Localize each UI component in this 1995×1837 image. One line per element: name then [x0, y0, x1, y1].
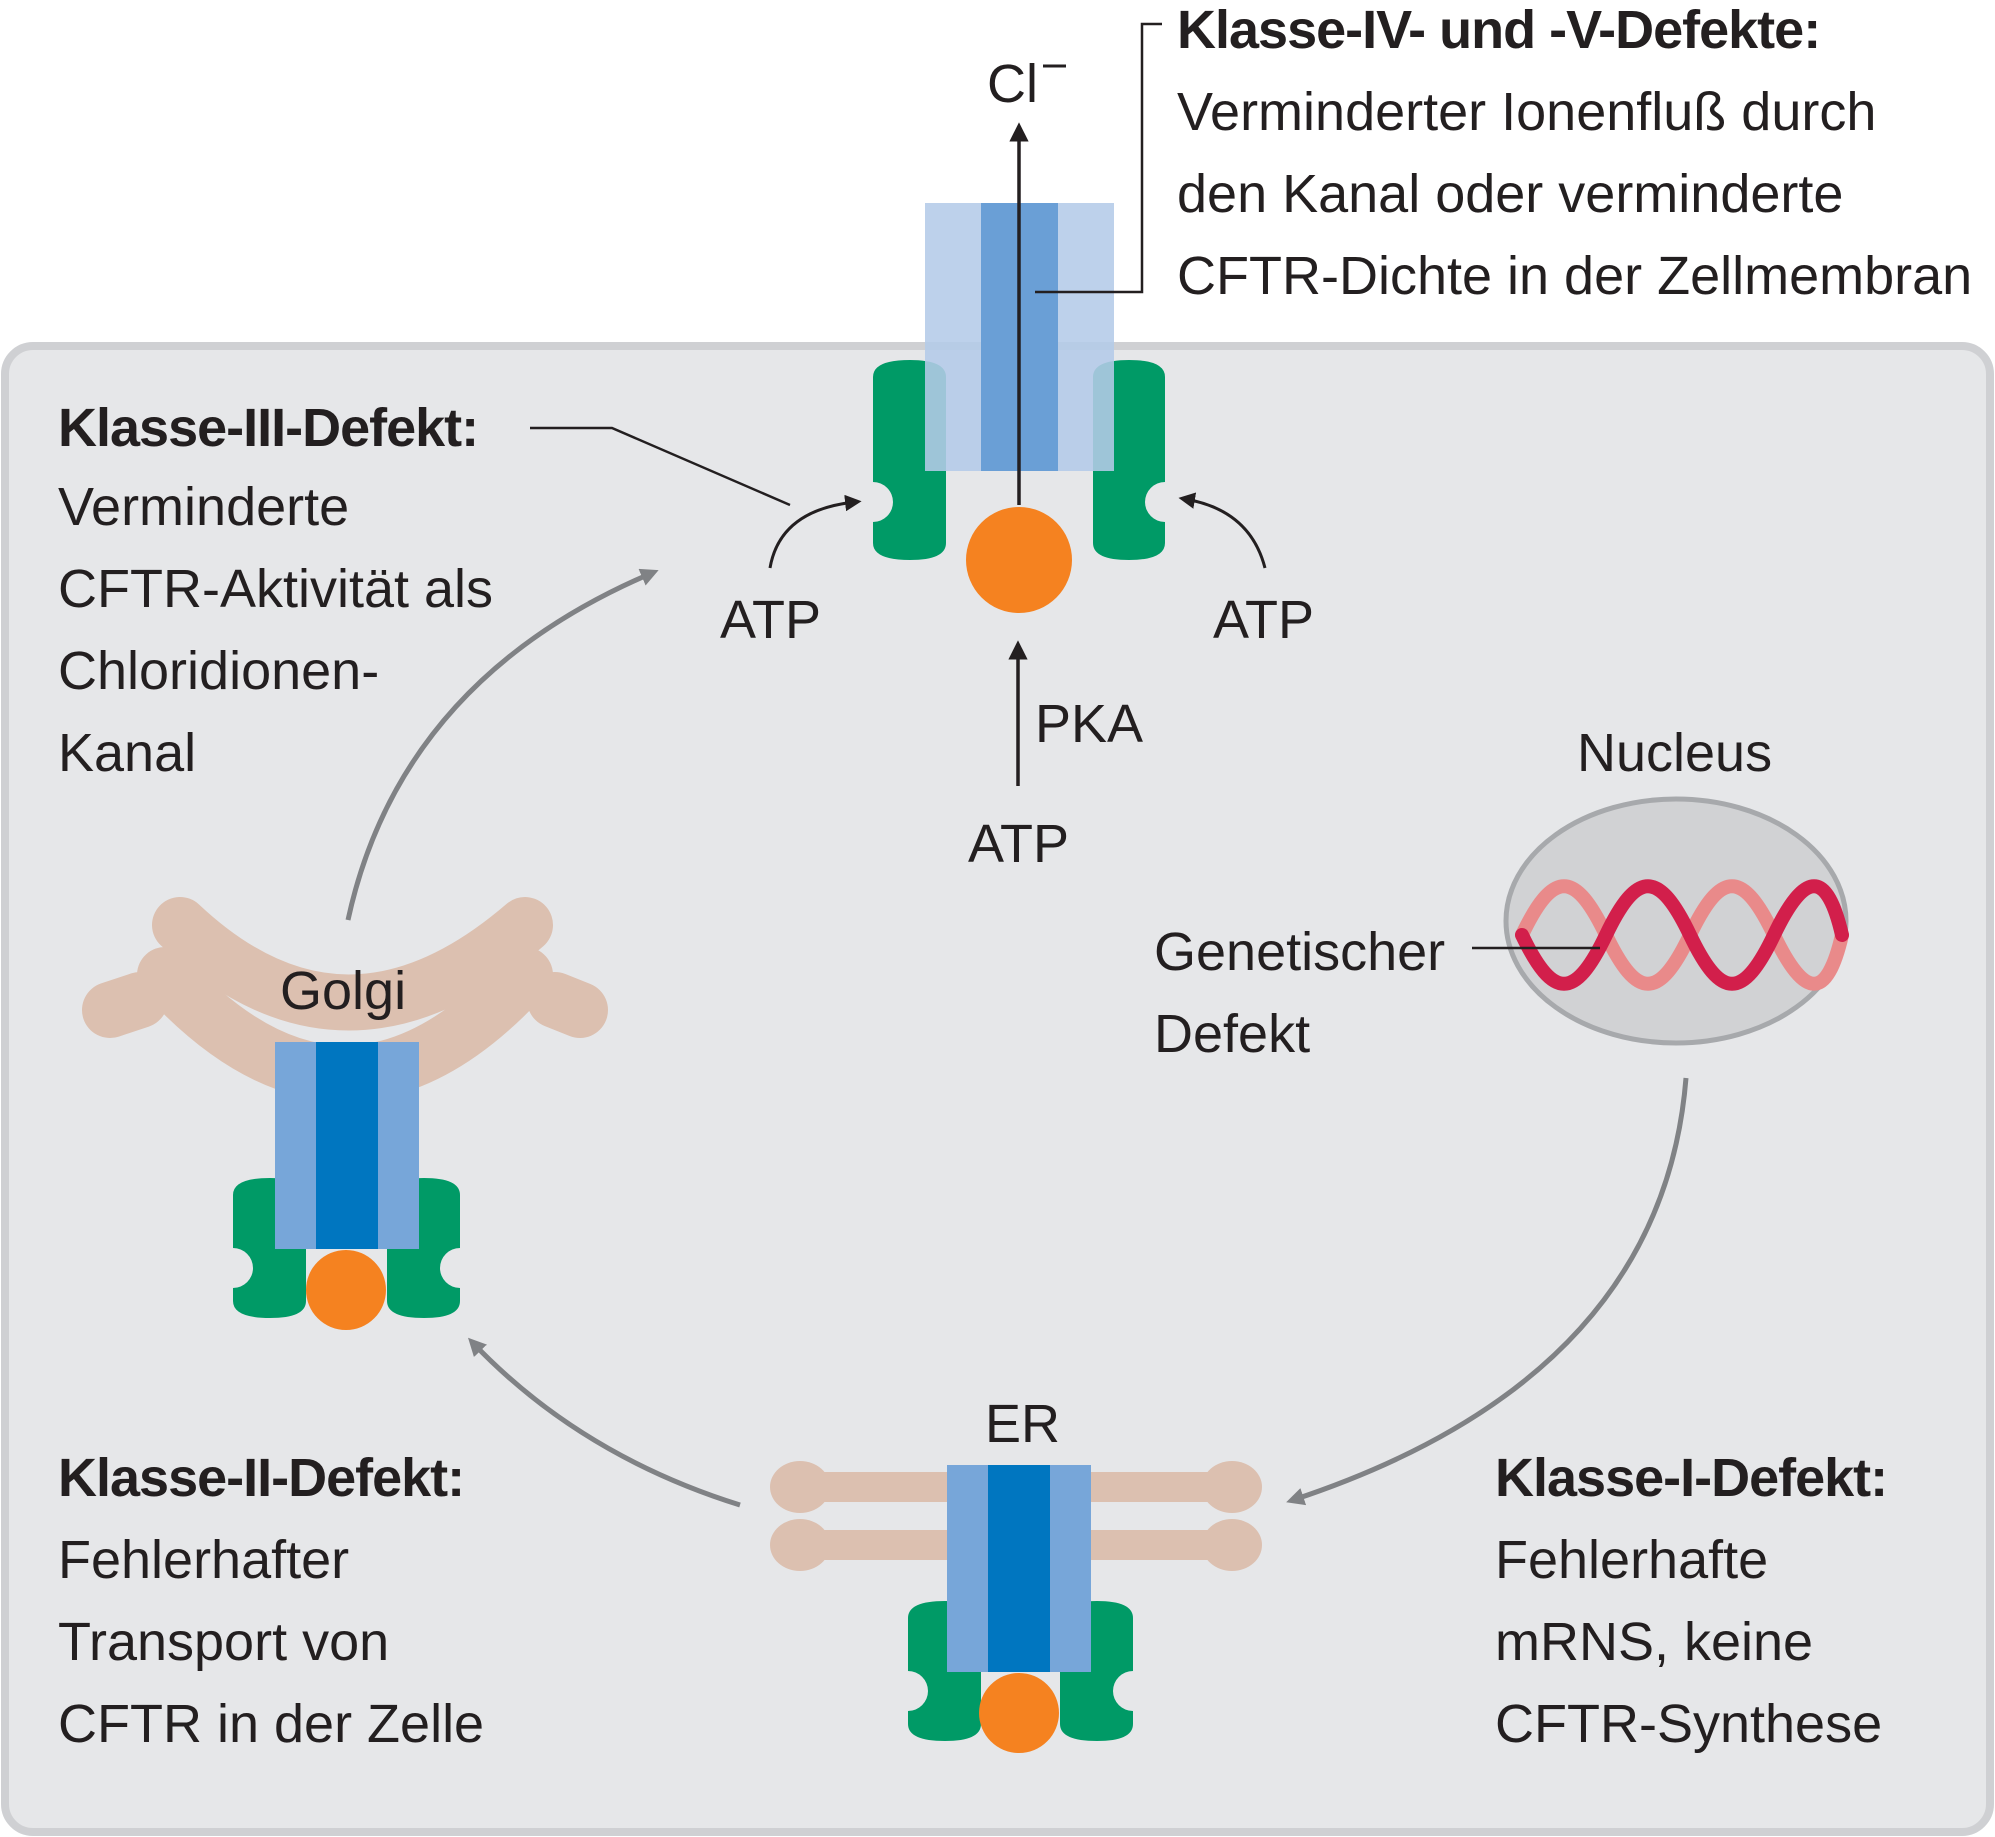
r-domain: [306, 1250, 386, 1330]
golgi-cisterna-right-cap: [527, 972, 608, 1038]
class-1-line-3: CFTR-Synthese: [1495, 1694, 1882, 1754]
atp-right-arrow: [1178, 492, 1267, 569]
class-2-line-1: Fehlerhafter: [58, 1530, 349, 1590]
atp-bottom-label: ATP: [968, 814, 1069, 874]
class-2-line-3: CFTR in der Zelle: [58, 1694, 484, 1754]
er-end-right-lower: [1202, 1519, 1262, 1571]
cycle-arrow-er-to-golgi: [468, 1337, 741, 1508]
nucleus-label: Nucleus: [1577, 723, 1772, 783]
atp-right-label: ATP: [1213, 590, 1314, 650]
cftr-golgi: [233, 1042, 460, 1330]
class-1-line-1: Fehlerhafte: [1495, 1530, 1768, 1590]
class-4-5-line-2: den Kanal oder verminderte: [1177, 164, 1843, 224]
class-3-title: Klasse-III-Defekt:: [58, 398, 478, 458]
er-end-left-upper: [770, 1461, 830, 1513]
atp-left-label: ATP: [720, 590, 821, 650]
er-end-right-upper: [1202, 1461, 1262, 1513]
channel-inner: [988, 1465, 1050, 1672]
class-4-5-line-1: Verminderter Ionenfluß durch: [1177, 82, 1876, 142]
class-4-5-title: Klasse-IV- und -V-Defekte:: [1177, 0, 1820, 60]
class-1-line-2: mRNS, keine: [1495, 1612, 1813, 1672]
cycle-arrow-golgi-to-membrane: [345, 568, 659, 921]
er-end-left-lower: [770, 1519, 830, 1571]
golgi-label: Golgi: [280, 961, 406, 1021]
cftr-membrane: [873, 122, 1165, 613]
genetic-defect-line-2: Defekt: [1154, 1004, 1310, 1064]
cycle-arrow-nucleus-to-er: [1286, 1077, 1689, 1506]
cftr-er: [908, 1465, 1133, 1753]
class-2-title: Klasse-II-Defekt:: [58, 1448, 464, 1508]
class-1-title: Klasse-I-Defekt:: [1495, 1448, 1887, 1508]
r-domain: [979, 1673, 1059, 1753]
class-3-line-4: Kanal: [58, 723, 196, 783]
er-label: ER: [985, 1394, 1060, 1454]
class-4-5-leader: [1035, 22, 1162, 294]
class-4-5-line-3: CFTR-Dichte in der Zellmembran: [1177, 246, 1972, 306]
golgi-cisterna-left-cap: [82, 972, 168, 1038]
atp-left-arrow: [768, 494, 862, 569]
class-3-line-2: CFTR-Aktivität als: [58, 559, 493, 619]
r-domain: [966, 507, 1072, 613]
class-3-line-3: Chloridionen-: [58, 641, 379, 701]
pka-label: PKA: [1035, 694, 1143, 754]
genetic-defect-line-1: Genetischer: [1154, 922, 1445, 982]
golgi-cisterna-inner: [152, 897, 553, 1031]
dna-strand-dark: [1515, 879, 1849, 991]
class-3-line-1: Verminderte: [58, 477, 349, 537]
channel-inner: [316, 1042, 378, 1249]
chloride-label: Cl: [987, 54, 1038, 114]
class-3-leader: [530, 426, 791, 507]
class-2-line-2: Transport von: [58, 1612, 389, 1672]
